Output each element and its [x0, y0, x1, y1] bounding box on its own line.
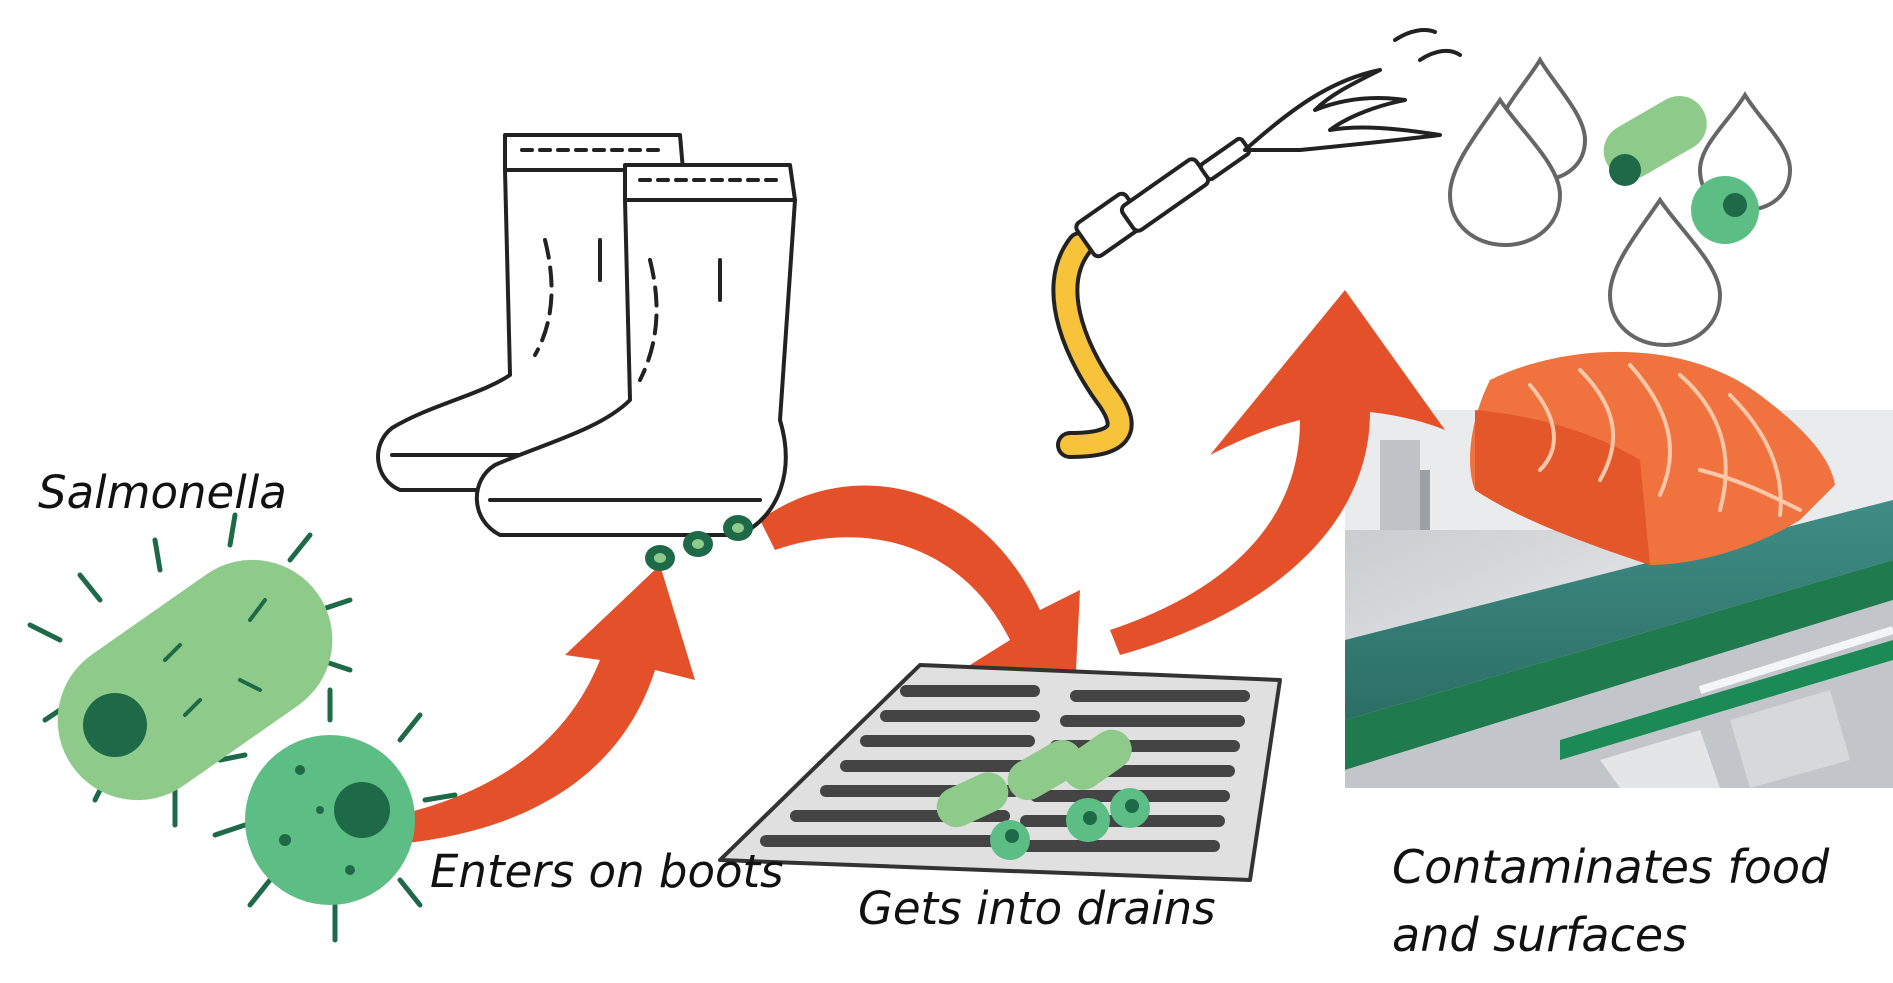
bacteria-dots-icon: [645, 515, 753, 571]
enters-on-boots-label: Enters on boots: [430, 845, 784, 898]
salmon-fillet-icon: [1470, 351, 1835, 565]
salmonella-bacteria-icon: [27, 512, 458, 943]
drain-grate-icon: [718, 663, 1282, 882]
arrow-to-boots: [385, 565, 695, 845]
salmonella-label: Salmonella: [38, 466, 287, 519]
arrow-to-surfaces: [1110, 290, 1445, 655]
gets-into-drains-label: Gets into drains: [858, 882, 1216, 935]
drain-bacteria-icon: [936, 729, 1150, 860]
arrow-to-drains: [760, 485, 1080, 690]
rubber-boots-icon: [376, 133, 797, 537]
hose-spray-icon: [1051, 28, 1462, 459]
drop-bacteria-icon: [1603, 95, 1759, 244]
contaminates-label: Contaminates food and surfaces: [1392, 840, 1830, 962]
